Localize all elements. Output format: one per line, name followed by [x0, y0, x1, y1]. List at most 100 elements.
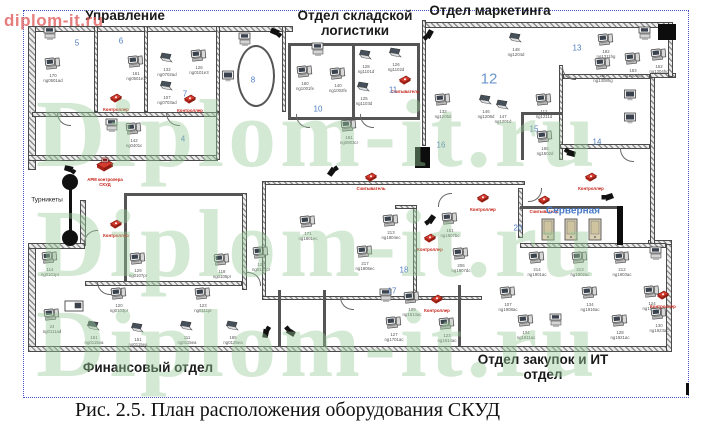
desktop-workstation-icon	[296, 64, 314, 84]
turnstile-post	[62, 230, 78, 246]
wall-segment	[417, 43, 420, 120]
cctv-camera-icon	[264, 22, 286, 45]
desktop-workstation-icon	[452, 246, 470, 266]
wall-segment	[520, 206, 620, 209]
monitor-icon	[624, 111, 637, 129]
room-number: 6	[118, 36, 124, 46]
desktop-workstation-icon	[571, 250, 589, 270]
monitor-icon	[222, 69, 235, 87]
desktop-workstation-icon	[536, 129, 554, 149]
laptop-icon	[508, 31, 524, 49]
wall-segment	[518, 188, 523, 238]
desktop-workstation-icon	[43, 307, 61, 327]
desktop-workstation-icon	[517, 313, 535, 333]
printer-copier-icon	[237, 32, 253, 52]
wall-segment	[323, 290, 326, 346]
acs-controller-icon	[398, 73, 413, 91]
equipment-label: Считыватель	[529, 209, 559, 215]
solid-block	[415, 147, 430, 168]
wall-segment	[458, 285, 461, 346]
laptop-icon	[358, 48, 374, 66]
wall-segment	[28, 243, 85, 249]
solid-block	[686, 383, 689, 395]
equipment-label: Контроллер	[103, 233, 129, 239]
desktop-workstation-icon	[329, 66, 347, 86]
laptop-icon	[356, 80, 372, 98]
desktop-workstation-icon	[194, 286, 212, 306]
printer-copier-icon	[378, 288, 394, 308]
acs-controller-icon	[537, 193, 552, 211]
printer-copier-icon	[648, 246, 664, 266]
wall-segment	[521, 112, 524, 160]
acs-controller-icon	[656, 288, 671, 306]
wall-segment	[124, 193, 127, 282]
wall-segment	[94, 26, 98, 112]
room-number: 5	[74, 38, 80, 48]
wall-segment	[262, 296, 482, 300]
equipment-label: Считыватель	[390, 89, 420, 95]
room-number: 16	[436, 140, 446, 150]
laptop-icon	[86, 319, 102, 337]
cctv-camera-icon	[256, 322, 279, 343]
desktop-workstation-icon	[650, 306, 668, 326]
department-label: Финансовый отдел	[82, 360, 214, 375]
desktop-workstation-icon	[41, 250, 59, 270]
department-label: Отдел маркетинга	[429, 3, 551, 18]
cctv-camera-icon	[322, 161, 344, 184]
wall-segment	[278, 290, 281, 346]
laptop-icon	[159, 79, 175, 97]
laptop-icon	[225, 319, 241, 337]
printer-copier-icon	[42, 26, 58, 46]
desktop-workstation-icon	[597, 32, 615, 52]
laptop-icon	[495, 98, 511, 116]
desktop-workstation-icon	[252, 245, 270, 265]
wall-segment	[282, 26, 286, 112]
desktop-workstation-icon	[528, 250, 546, 270]
wall-segment	[352, 43, 355, 120]
wall-segment	[242, 193, 247, 290]
desktop-workstation-icon	[581, 285, 599, 305]
wall-segment	[521, 112, 563, 115]
cctv-camera-icon	[58, 159, 80, 182]
wall-segment	[668, 22, 673, 77]
desktop-workstation-icon	[441, 211, 459, 231]
room-number: 4	[180, 134, 186, 144]
figure-caption: Рис. 2.5. План расположения оборудования…	[75, 399, 500, 421]
laptop-icon	[179, 319, 195, 337]
turnstile-post	[62, 174, 78, 190]
room-number: 12	[480, 70, 498, 88]
server-rack-icon	[541, 218, 555, 246]
cctv-camera-icon	[601, 187, 615, 205]
printer-copier-icon	[637, 26, 653, 46]
monitor-icon	[624, 88, 637, 106]
equipment-label: Контроллер	[650, 304, 676, 310]
acs-controller-icon	[423, 231, 438, 249]
wall-segment	[422, 20, 426, 146]
cctv-camera-icon	[419, 208, 441, 231]
desktop-workstation-icon	[403, 290, 421, 310]
room-number: 20	[513, 223, 523, 233]
